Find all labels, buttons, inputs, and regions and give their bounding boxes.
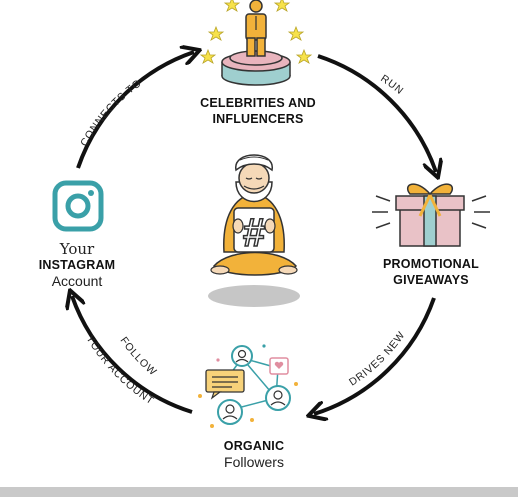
node-instagram-line2: INSTAGRAM [38,258,116,272]
instagram-icon [52,180,104,232]
node-promotional-line1: PROMOTIONAL [383,257,479,271]
arrow-instagram-to-celebrities [76,52,194,169]
gift-box-icon [372,183,490,247]
node-instagram: Your INSTAGRAM Account [22,241,132,289]
node-celebrities: CELEBRITIES AND INFLUENCERS [178,95,338,127]
node-instagram-line3: Account [51,273,103,289]
arrow-organic-to-instagram [72,296,193,414]
arrow-giveaways-to-organic [314,297,436,414]
node-promotional-line2: GIVEAWAYS [393,273,469,287]
node-organic-line2: Followers [224,454,284,470]
node-organic: ORGANIC Followers [194,438,314,470]
meditating-guru-icon: # [208,154,300,307]
edge-label-connects-to: CONNECTS TO [78,77,144,148]
arrow-celebrities-to-giveaways [317,54,436,172]
node-organic-line1: ORGANIC [223,439,285,453]
node-promotional: PROMOTIONAL GIVEAWAYS [372,256,490,288]
node-celebrities-line1: CELEBRITIES AND [200,96,316,110]
follower-network-icon [198,344,298,428]
celebrity-on-pedestal-icon [221,0,291,86]
node-instagram-line1: Your [59,240,95,258]
node-celebrities-line2: INFLUENCERS [212,112,304,126]
hashtag-symbol: # [243,211,265,255]
star-icon [199,0,313,64]
bottom-bar [0,487,518,497]
